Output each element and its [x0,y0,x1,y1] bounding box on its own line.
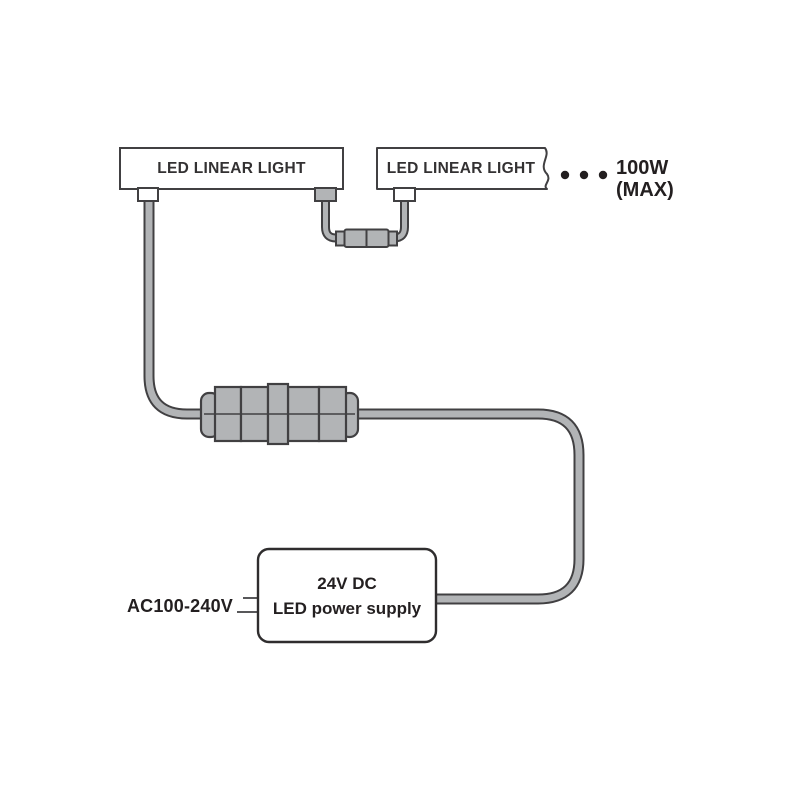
light-connector-tabs [137,187,416,202]
left-light-label: LED LINEAR LIGHT [157,159,306,177]
power-supply-voltage: 24V DC [317,573,377,593]
tab-left-light-input [137,187,159,202]
power-supply-name: LED power supply [272,598,422,618]
cable-coupler-icon [335,228,398,248]
continuation-dots-icon [560,170,608,180]
power-supply-label: 24V DC LED power supply [258,549,436,642]
tab-right-light-input [393,187,416,202]
ac-input-wires [237,597,260,613]
main-cable-right [354,408,585,605]
led-light-bar-right [376,147,550,190]
power-supply-box [256,547,438,644]
max-load-label: 100W (MAX) [616,157,696,203]
main-cable-left [143,200,206,420]
right-light-label: LED LINEAR LIGHT [386,159,536,177]
max-load-watts: 100W [616,157,669,179]
led-light-bar-left [119,147,344,190]
waterproof-inline-connector-icon [199,382,360,446]
max-load-qualifier: (MAX) [616,179,674,201]
ac-input-label: AC100-240V [126,595,233,616]
tab-left-light-output [314,187,337,202]
